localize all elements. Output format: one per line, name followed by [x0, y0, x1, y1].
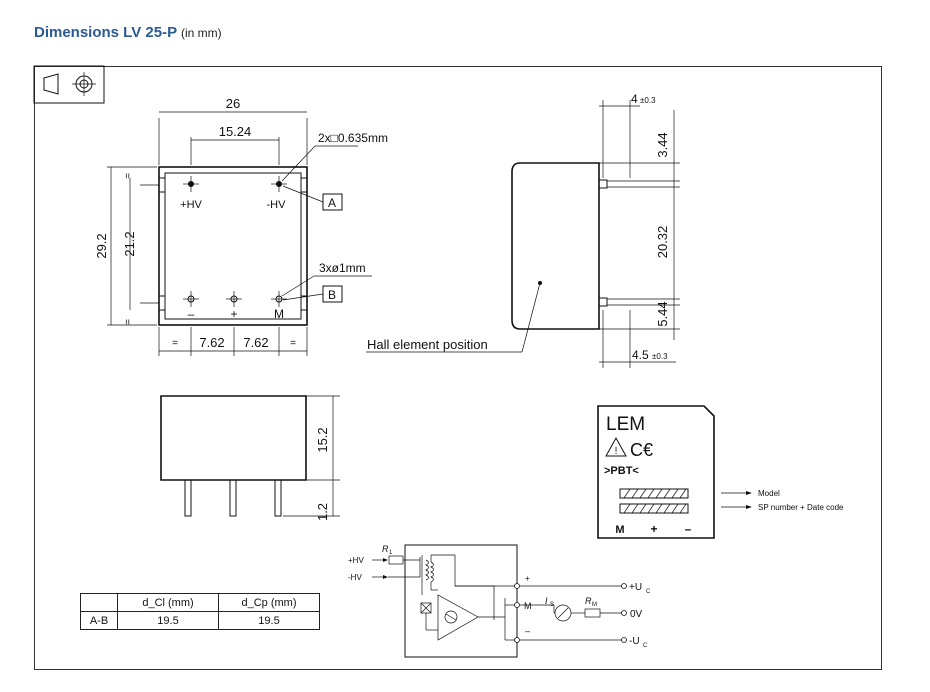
dim-bottom-1: 7.62	[199, 335, 224, 350]
table-cell: 19.5	[117, 611, 219, 630]
title-main: Dimensions LV 25-P	[34, 24, 177, 41]
ce-mark-icon: C€	[630, 440, 653, 460]
pin-m-label: M	[274, 307, 284, 321]
label-minus: –	[685, 522, 692, 536]
table-header: d_Cp (mm)	[218, 593, 320, 612]
sp-callout: SP number + Date code	[758, 503, 844, 512]
title-unit: (in mm)	[181, 26, 222, 40]
circuit-r1-sub: 1	[389, 550, 393, 556]
table-header-row: d_Cl (mm) d_Cp (mm)	[80, 593, 320, 612]
circuit-rm-sub: M	[592, 602, 597, 608]
circuit-uc-plus: +U	[629, 582, 642, 593]
label-m: M	[615, 524, 624, 536]
dim-width: 26	[226, 96, 240, 111]
dim-height-outer: 29.2	[94, 233, 109, 258]
circuit-rm: R	[585, 596, 592, 606]
eq-bottom: =	[123, 319, 134, 325]
clearance-table: d_Cl (mm) d_Cp (mm) A-B 19.5 19.5	[80, 593, 320, 630]
projection-symbol-icon	[33, 65, 105, 104]
circuit-plus: +	[525, 574, 530, 583]
dim-side-2032: 20.32	[655, 226, 670, 259]
warning-icon	[605, 436, 627, 457]
circuit-uc-plus-sub: C	[646, 589, 651, 595]
dim-front-pin: 1.2	[315, 503, 330, 521]
drawing-frame	[34, 66, 882, 670]
hall-element-label: Hall element position	[367, 337, 488, 352]
table-cell: 19.5	[218, 611, 320, 630]
circuit-r1: R	[382, 544, 389, 554]
top-view: 26 15.24 +HV -HV – + M 2x□0.635mm	[94, 96, 388, 356]
dim-front-height: 15.2	[315, 427, 330, 452]
label-view: LEM ! C€ >PBT< M + – Model SP number + D…	[597, 405, 844, 539]
front-view: 15.2 1.2	[160, 395, 340, 521]
dim-side-344: 3.44	[655, 132, 670, 157]
pin-spec-a: 2x□0.635mm	[318, 131, 388, 145]
circuit-is: I	[545, 596, 548, 606]
circuit-hv-plus: +HV	[348, 556, 364, 565]
label-plus: +	[650, 522, 657, 536]
dim-side-bottom-tol: ±0.3	[652, 352, 668, 361]
circuit-minus: –	[525, 626, 530, 636]
svg-text:!: !	[615, 446, 618, 457]
dim-side-bottom: 4.5	[632, 348, 649, 362]
connection-diagram: +HV -HV R 1 + M –	[348, 544, 651, 658]
label-a: A	[328, 196, 336, 210]
circuit-zero: 0V	[630, 609, 643, 620]
material-label: >PBT<	[604, 465, 639, 477]
dim-pin-spacing: 15.24	[219, 124, 252, 139]
side-view: 4 ±0.3 3.44 20.32 5.44 4.5 ±0.3 Hall ele…	[366, 92, 680, 368]
circuit-m: M	[524, 601, 532, 611]
eq-left: =	[172, 338, 178, 349]
page-title: Dimensions LV 25-P (in mm)	[34, 24, 222, 41]
pin-hv-minus: -HV	[267, 199, 287, 211]
brand-logo: LEM	[606, 414, 645, 435]
model-callout: Model	[758, 489, 780, 498]
circuit-uc-minus-sub: C	[643, 643, 648, 649]
label-b: B	[328, 288, 336, 302]
eq-top: =	[123, 173, 134, 179]
pin-minus-label: –	[188, 307, 195, 321]
dim-side-544: 5.44	[655, 301, 670, 326]
circuit-is-sub: S	[550, 602, 554, 608]
pin-plus-label: +	[230, 307, 237, 321]
pin-spec-b: 3xø1mm	[319, 261, 366, 275]
table-cell: A-B	[80, 611, 118, 630]
table-header: d_Cl (mm)	[117, 593, 219, 612]
dim-side-top: 4	[631, 92, 638, 106]
dim-height-inner: 21.2	[122, 231, 137, 256]
table-row: A-B 19.5 19.5	[80, 611, 320, 630]
circuit-hv-minus: -HV	[348, 573, 362, 582]
pin-hv-plus: +HV	[180, 199, 202, 211]
dim-bottom-2: 7.62	[243, 335, 268, 350]
eq-right: =	[290, 338, 296, 349]
table-header	[80, 593, 118, 612]
dim-side-top-tol: ±0.3	[640, 96, 656, 105]
circuit-uc-minus: -U	[629, 636, 640, 647]
